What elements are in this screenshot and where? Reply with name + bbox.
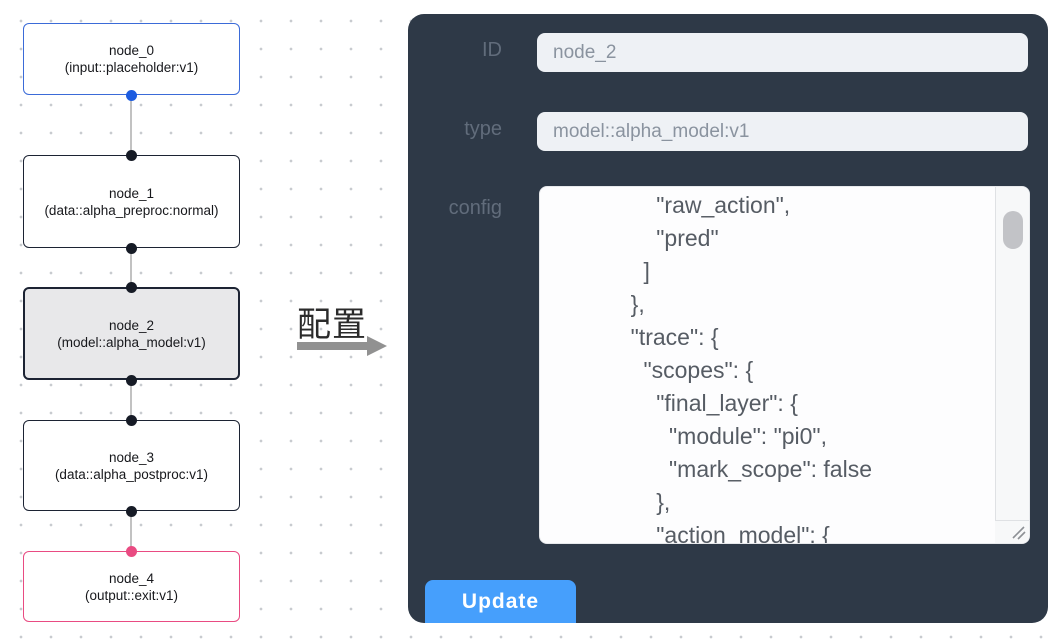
flow-node-node_4[interactable]: node_4 (output::exit:v1) bbox=[23, 551, 240, 622]
port-node_1-output[interactable] bbox=[125, 242, 137, 254]
type-input[interactable] bbox=[537, 112, 1028, 151]
config-textarea[interactable]: "raw_action", "pred" ] }, "trace": { "sc… bbox=[540, 187, 994, 543]
edge-node_3-node_4 bbox=[130, 511, 132, 551]
config-transfer-label: 配置 bbox=[297, 306, 367, 344]
type-label: type bbox=[464, 118, 502, 140]
node-name: node_4 bbox=[108, 570, 155, 586]
id-input[interactable] bbox=[537, 33, 1028, 72]
config-scrollbar-thumb[interactable] bbox=[1002, 211, 1023, 249]
edge-node_0-node_1 bbox=[130, 95, 132, 155]
node-name: node_1 bbox=[108, 185, 155, 201]
port-node_0-output[interactable] bbox=[125, 89, 137, 101]
node-name: node_0 bbox=[108, 43, 155, 58]
id-label: ID bbox=[482, 39, 502, 61]
flow-node-node_1[interactable]: node_1 (data::alpha_preproc:normal) bbox=[23, 155, 240, 248]
node-name: node_3 bbox=[108, 449, 155, 465]
node-type-label: (data::alpha_postproc:v1) bbox=[54, 466, 209, 482]
textarea-resize-handle[interactable] bbox=[995, 520, 1029, 543]
flow-node-node_0[interactable]: node_0 (input::placeholder:v1) bbox=[23, 23, 240, 95]
config-textarea-container: "raw_action", "pred" ] }, "trace": { "sc… bbox=[539, 186, 1030, 544]
update-button[interactable]: Update bbox=[425, 580, 576, 623]
edge-node_1-node_2 bbox=[130, 248, 132, 287]
node-type-label: (input::placeholder:v1) bbox=[64, 60, 199, 75]
node-type-label: (model::alpha_model:v1) bbox=[57, 334, 206, 350]
config-scrollbar-track[interactable] bbox=[995, 187, 1029, 543]
right-arrow-icon bbox=[297, 336, 387, 356]
node-name: node_2 bbox=[108, 317, 155, 333]
node-type-label: (data::alpha_preproc:normal) bbox=[44, 202, 219, 218]
port-node_3-output[interactable] bbox=[125, 505, 137, 517]
port-node_2-output[interactable] bbox=[125, 374, 137, 386]
node-config-panel: ID type config "raw_action", "pred" ] },… bbox=[408, 14, 1048, 623]
node-type-label: (output::exit:v1) bbox=[84, 587, 179, 603]
config-label: config bbox=[448, 197, 502, 219]
flow-node-node_2-selected[interactable]: node_2 (model::alpha_model:v1) bbox=[23, 287, 240, 380]
port-node_1-input[interactable] bbox=[125, 149, 137, 161]
edge-node_2-node_3 bbox=[130, 380, 132, 420]
flow-node-node_3[interactable]: node_3 (data::alpha_postproc:v1) bbox=[23, 420, 240, 511]
resize-grip-icon bbox=[1012, 526, 1026, 540]
port-node_4-input[interactable] bbox=[125, 545, 137, 557]
port-node_3-input[interactable] bbox=[125, 414, 137, 426]
port-node_2-input[interactable] bbox=[125, 281, 137, 293]
